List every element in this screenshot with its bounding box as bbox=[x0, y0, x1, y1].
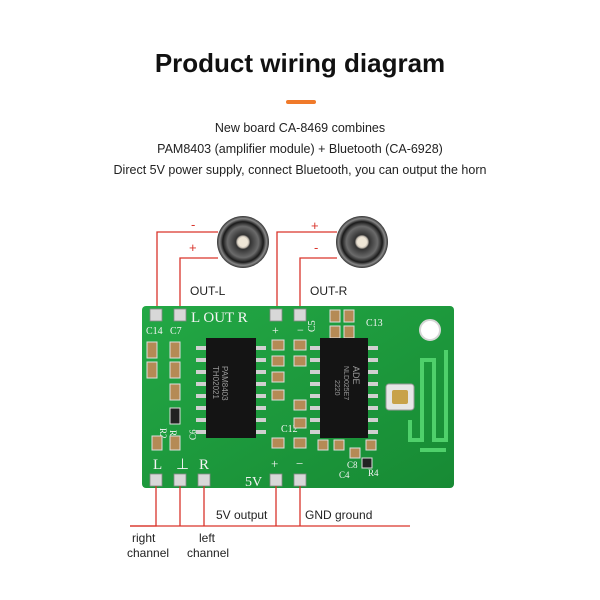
right-plus-label: + bbox=[311, 218, 319, 233]
component-c4: C4 bbox=[339, 470, 350, 480]
left-channel-label-line2: channel bbox=[187, 546, 230, 560]
chip1-line2: TH02021 bbox=[211, 366, 220, 399]
description-line-2: PAM8403 (amplifier module) + Bluetooth (… bbox=[157, 142, 443, 156]
component-c7: C7 bbox=[170, 326, 182, 337]
five-v-output-label: 5V output bbox=[216, 508, 268, 522]
component-r2: R2 bbox=[158, 428, 168, 439]
component-c6: C6 bbox=[188, 429, 198, 440]
title-accent-bar bbox=[286, 100, 316, 104]
component-c8: C8 bbox=[347, 460, 358, 470]
left-plus-label: + bbox=[189, 240, 197, 255]
chip-bluetooth: ADE NLD025E7 2220 bbox=[310, 338, 378, 438]
bottom-gnd-label: ⊥ bbox=[176, 457, 189, 473]
out-l-label: OUT-L bbox=[190, 284, 226, 298]
bottom-l-label: L bbox=[153, 457, 162, 473]
right-channel-label-line1: right bbox=[132, 531, 156, 545]
gnd-ground-label: GND ground bbox=[305, 508, 373, 522]
component-r4: R4 bbox=[368, 468, 379, 478]
mounting-hole bbox=[419, 319, 441, 341]
component-c14: C14 bbox=[146, 326, 163, 337]
chip2-line2: NLD025E7 bbox=[342, 366, 349, 400]
antenna-trace-icon bbox=[408, 350, 448, 452]
left-channel-label-line1: left bbox=[199, 531, 216, 545]
description-line-1: New board CA-8469 combines bbox=[214, 121, 386, 135]
board-top-plus: + bbox=[272, 323, 279, 337]
chip2-line1: ADE bbox=[351, 366, 361, 385]
component-c13: C13 bbox=[366, 318, 383, 329]
bottom-r-label: R bbox=[199, 457, 209, 473]
left-minus-label: - bbox=[191, 217, 195, 232]
board-top-text: L OUT R bbox=[191, 310, 248, 326]
right-minus-label: - bbox=[314, 240, 318, 255]
description-line-3: Direct 5V power supply, connect Bluetoot… bbox=[113, 163, 487, 177]
chip2-line3: 2220 bbox=[333, 380, 340, 396]
speaker-left-dome bbox=[238, 237, 248, 247]
out-r-label: OUT-R bbox=[310, 284, 348, 298]
board-top-minus: − bbox=[297, 323, 304, 337]
power-5v-label: 5V bbox=[245, 475, 262, 490]
bottom-plus-label: + bbox=[271, 456, 278, 471]
chip-pam8403: PAM8403 TH02021 bbox=[196, 338, 266, 438]
speaker-wires bbox=[156, 231, 337, 313]
chip1-line1: PAM8403 bbox=[220, 366, 229, 401]
bottom-minus-label: − bbox=[296, 456, 303, 471]
speaker-right-dome bbox=[357, 237, 367, 247]
smd-components bbox=[146, 309, 377, 469]
input-wires bbox=[130, 486, 410, 527]
component-c5: C5 bbox=[307, 320, 318, 332]
crystal-top bbox=[392, 390, 408, 404]
page-title: Product wiring diagram bbox=[154, 48, 446, 78]
right-channel-label-line2: channel bbox=[127, 546, 170, 560]
component-c12: C12 bbox=[281, 424, 298, 435]
pcb-board: L OUT R + − C14 C7 C5 C13 C6 C12 C8 C4 R… bbox=[142, 306, 454, 490]
